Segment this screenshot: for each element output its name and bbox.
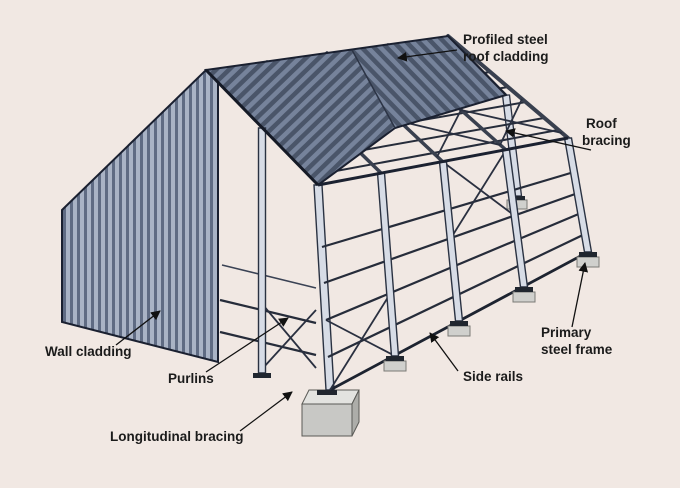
wall-cladding-panel <box>61 68 219 364</box>
base-plate <box>515 287 533 292</box>
leader-wall-cladding <box>115 310 161 346</box>
wall-bracing-x <box>325 149 516 391</box>
base-plate <box>386 356 404 361</box>
leader-lines <box>115 49 592 432</box>
longitudinal-bracing-x <box>262 304 317 369</box>
label-purlins: Purlins <box>168 371 214 386</box>
frame-columns <box>376 137 600 372</box>
side-wall-frame <box>317 136 600 392</box>
wall-cladding <box>61 68 219 364</box>
label-roof-bracing-line1: Roof <box>586 116 617 131</box>
base-plate <box>317 390 337 395</box>
label-roof-cladding-line2: roof cladding <box>463 49 549 64</box>
leader-purlins <box>205 317 289 373</box>
base-plate <box>450 321 468 326</box>
roof-fold-line <box>351 49 396 129</box>
base-plate <box>579 252 597 257</box>
foundation-block <box>301 389 360 437</box>
label-wall-cladding: Wall cladding <box>45 344 132 359</box>
label-side-rails: Side rails <box>463 369 523 384</box>
base-plate <box>253 373 271 378</box>
roof-bracing-x <box>398 98 563 158</box>
leader-primary-steel-frame <box>571 262 589 328</box>
leader-side-rails <box>429 332 459 372</box>
label-longitudinal-bracing: Longitudinal bracing <box>110 429 244 444</box>
gable-roofline <box>204 68 320 187</box>
gable-end-frame <box>219 127 360 437</box>
label-primary-steel-frame-line2: steel frame <box>541 342 613 357</box>
leader-longitudinal-bracing <box>239 391 293 432</box>
label-roof-cladding-line1: Profiled steel <box>463 32 548 47</box>
label-roof-bracing-line2: bracing <box>582 133 631 148</box>
eave-beam <box>317 136 569 187</box>
label-primary-steel-frame-line1: Primary <box>541 325 592 340</box>
base-plate <box>509 196 525 200</box>
gable-rail <box>219 330 317 357</box>
leader-roof-bracing <box>505 128 592 151</box>
leader-roof-cladding <box>397 49 458 62</box>
labels: Profiled steel roof cladding Roof bracin… <box>45 32 631 444</box>
